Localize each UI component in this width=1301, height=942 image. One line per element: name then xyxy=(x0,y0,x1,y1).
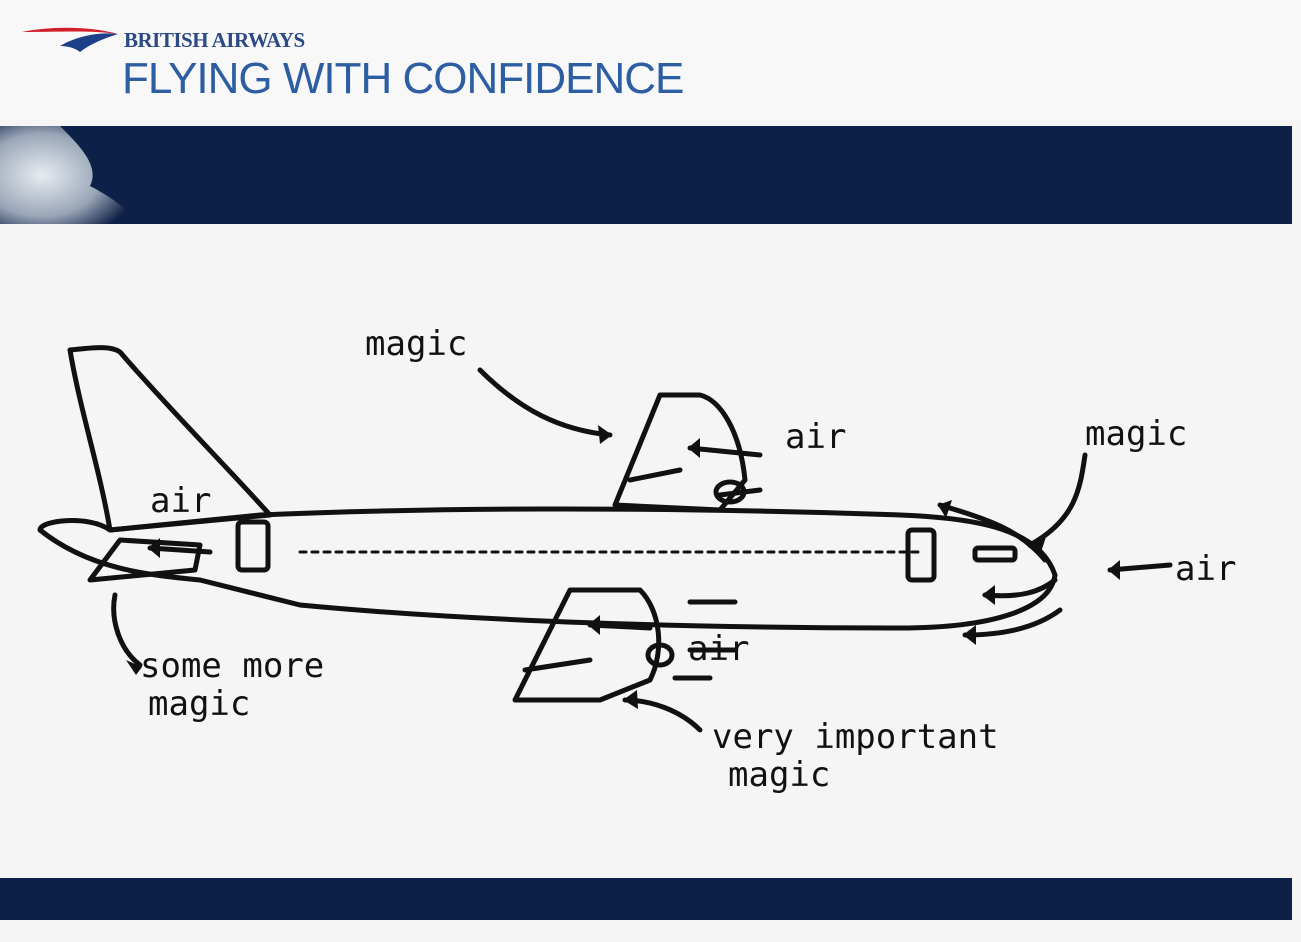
airplane-diagram: magic air magic air air some more magic … xyxy=(37,324,1236,795)
upper-wing xyxy=(612,392,748,513)
label-some-more-magic-1: some more xyxy=(140,646,324,686)
speedmarque-logo-icon xyxy=(22,27,118,52)
tail-fin xyxy=(67,345,273,533)
slide-header: BRITISH AIRWAYS FLYING WITH CONFIDENCE xyxy=(0,0,1301,120)
label-air-tail: air xyxy=(150,481,211,521)
label-magic-nose: magic xyxy=(1085,414,1187,454)
label-air-wing: air xyxy=(785,417,846,457)
cloud-image xyxy=(0,126,140,224)
top-banner xyxy=(0,126,1292,224)
label-very-important-magic-2: magic xyxy=(728,755,830,795)
bottom-banner xyxy=(0,878,1292,920)
brand-name: BRITISH AIRWAYS xyxy=(124,28,305,52)
lower-wing xyxy=(512,587,662,703)
stabilizer xyxy=(87,537,203,583)
label-some-more-magic-2: magic xyxy=(148,684,250,724)
label-air-nose: air xyxy=(1175,549,1236,589)
label-magic-wing: magic xyxy=(365,324,467,364)
label-air-lower-wing: air xyxy=(688,629,749,669)
label-very-important-magic-1: very important xyxy=(712,717,999,757)
slide-title: FLYING WITH CONFIDENCE xyxy=(122,54,684,103)
